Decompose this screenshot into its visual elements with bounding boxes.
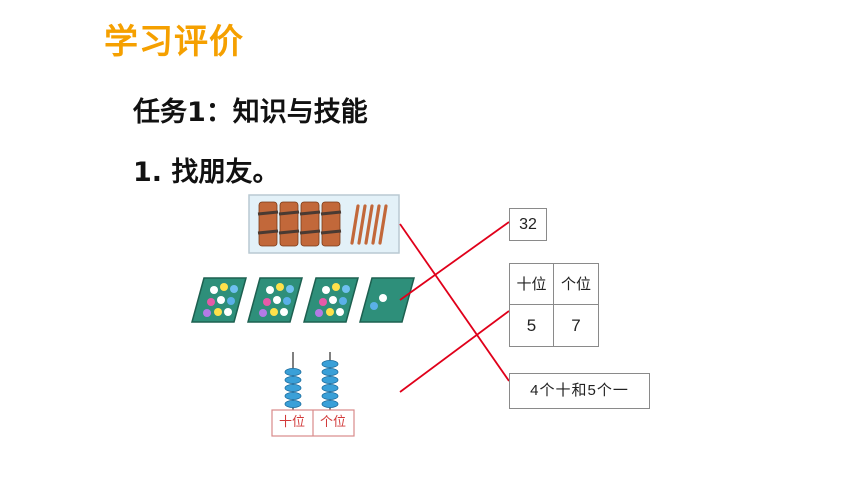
abacus-ones-label: 个位 [319, 415, 346, 430]
match-line-boards [399, 221, 510, 301]
match-line-sticks [399, 223, 510, 382]
ones-header: 个位 [554, 264, 598, 305]
description-box: 4个十和5个一 [509, 373, 650, 409]
bead-boards-image [191, 277, 415, 323]
match-line-abacus [399, 310, 510, 393]
question-text: 1. 找朋友。 [133, 157, 280, 188]
matching-lines [399, 221, 510, 393]
number-box: 32 [509, 208, 547, 241]
ones-value: 7 [571, 316, 581, 335]
abacus-tens-label: 十位 [278, 415, 305, 430]
page-title: 学习评价 [104, 22, 244, 62]
tens-value: 5 [510, 305, 554, 346]
tens-header: 十位 [510, 264, 554, 305]
task-subtitle: 任务1：知识与技能 [133, 97, 368, 128]
abacus-image [271, 352, 355, 437]
place-value-table: 十位 个位 5 7 [509, 263, 599, 347]
sticks-image [248, 194, 400, 254]
